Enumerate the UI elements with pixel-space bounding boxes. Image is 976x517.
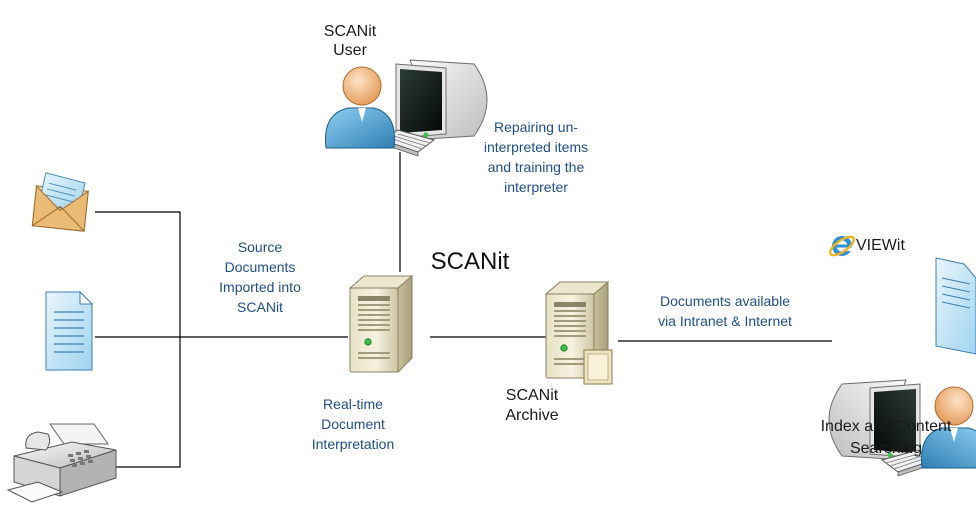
server-icon (349, 275, 413, 373)
viewit-label: VIEWit (856, 237, 905, 254)
scanit-user-label: SCANit User (323, 23, 377, 59)
index-searching-label: Index and Content Searching (820, 418, 952, 457)
envelope-icon (31, 172, 89, 232)
repair-description: Repairing un- interpreted items and trai… (483, 119, 589, 195)
scanit-archive-label: SCANit Archive (505, 387, 559, 424)
scanit-server-label: SCANit (430, 248, 510, 275)
documents-available-label: Documents available via Intranet & Inter… (658, 293, 792, 329)
searching-documents-icon (935, 257, 976, 355)
internet-explorer-icon (828, 235, 856, 257)
connector-lines (95, 152, 832, 468)
realtime-interpretation-label: Real-time Document Interpretation (311, 396, 395, 452)
fax-machine-icon (6, 423, 117, 503)
archive-folder-icon (583, 349, 613, 385)
document-icon (45, 290, 94, 371)
source-documents-label: Source Documents Imported into SCANit (219, 239, 301, 315)
